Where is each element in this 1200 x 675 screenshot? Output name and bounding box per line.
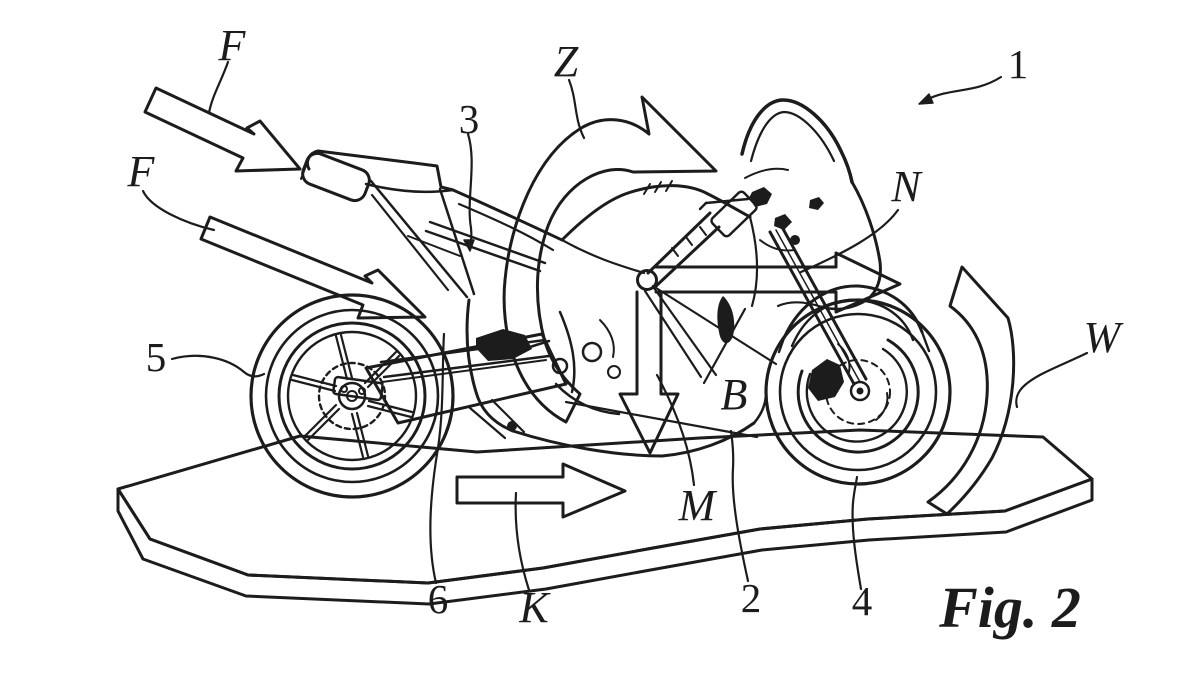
center-of-gravity-mark — [636, 269, 658, 291]
ref-label-5: 5 — [146, 334, 167, 380]
handlebar — [704, 197, 750, 205]
frame-spar — [646, 211, 712, 275]
front-fairing-nose — [850, 180, 882, 302]
wheel-rotation-arrow-w — [926, 265, 1016, 516]
front-brake-caliper — [808, 359, 844, 401]
ref-label-4: 4 — [852, 578, 873, 624]
leader-6 — [429, 332, 446, 585]
rear-wheel — [249, 293, 455, 499]
leader-k — [514, 491, 531, 592]
footpeg-bracket — [476, 329, 532, 361]
ref-label-3: 3 — [459, 96, 480, 142]
ref-label-k: K — [518, 583, 551, 632]
leader-3-arrowhead — [463, 239, 475, 252]
motorcycle-drawing — [249, 98, 952, 499]
force-arrow-f-lower — [199, 215, 427, 320]
seat — [451, 188, 564, 242]
leader-m — [655, 373, 696, 487]
vertical-arrow-m — [618, 290, 680, 455]
ref-label-2: 2 — [741, 575, 762, 621]
ground-arrow-k — [455, 462, 627, 519]
ref-label-f-upper: F — [218, 21, 247, 70]
figure-caption: Fig. 2 — [938, 575, 1081, 640]
leader-z — [567, 78, 586, 140]
front-wheel — [764, 298, 952, 486]
reference-labels: F F Z 3 1 N 5 W B M K 6 2 4 Fig. 2 — [127, 21, 1124, 640]
ref-label-w: W — [1084, 313, 1124, 362]
front-end — [768, 225, 931, 386]
main-body — [451, 98, 882, 458]
ref-label-z: Z — [554, 37, 579, 86]
rear-sprocket — [317, 361, 387, 431]
leader-f-upper — [207, 60, 230, 115]
annotation-arrows — [143, 86, 1016, 519]
platform-hatched-edge — [116, 477, 1094, 606]
tail-section — [300, 149, 547, 299]
leader-3 — [466, 132, 473, 249]
windscreen — [740, 98, 854, 184]
ground-platform — [116, 428, 1094, 606]
leader-2 — [729, 429, 750, 583]
leader-w — [1015, 351, 1089, 409]
ref-label-f-lower: F — [127, 147, 156, 196]
front-fender — [782, 284, 924, 340]
ref-label-1: 1 — [1008, 41, 1029, 87]
leader-5 — [170, 354, 266, 378]
seat-rail — [424, 229, 542, 273]
leader-f-lower — [141, 189, 216, 232]
pitch-rotation-arrow-z — [502, 95, 718, 424]
muffler — [301, 151, 371, 203]
ref-label-m: M — [678, 481, 718, 530]
ref-label-6: 6 — [428, 576, 449, 622]
swingarm — [364, 332, 568, 425]
leader-1-arrowhead — [918, 93, 934, 105]
leader-4 — [851, 475, 863, 591]
leader-n — [799, 208, 900, 274]
front-fork — [768, 230, 856, 386]
chain-adjuster — [332, 375, 384, 402]
leader-b — [652, 286, 718, 377]
ref-label-n: N — [890, 162, 923, 211]
belly-fairing — [465, 298, 515, 433]
force-arrow-f-upper — [143, 86, 302, 173]
leader-1 — [924, 75, 1003, 102]
horizontal-arrow-n — [654, 251, 902, 314]
leader-lines — [141, 60, 1089, 592]
ref-label-b: B — [721, 370, 748, 419]
